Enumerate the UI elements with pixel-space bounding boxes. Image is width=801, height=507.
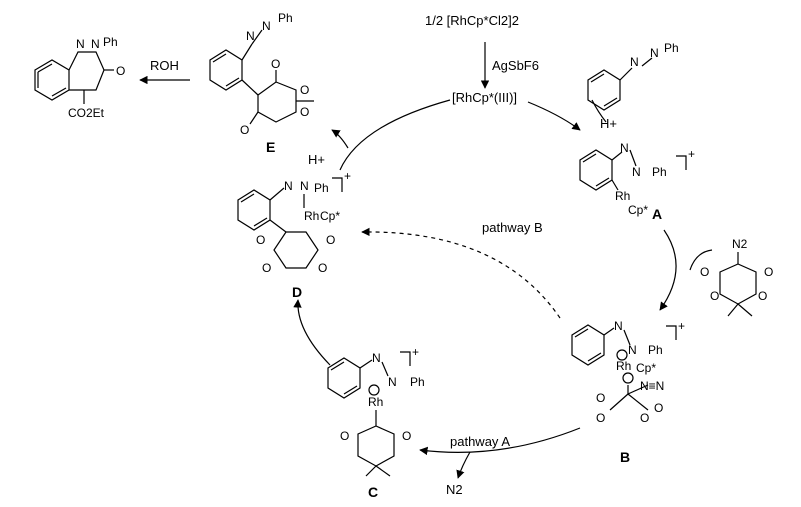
svg-text:N: N: [262, 19, 271, 33]
svg-text:N: N: [76, 37, 85, 51]
diazo-reagent: N2 O O O O: [700, 237, 773, 317]
svg-text:O: O: [340, 429, 349, 443]
label-e: E: [266, 139, 275, 155]
svg-text:Cp*: Cp*: [628, 203, 648, 217]
intermediate-a-structure: N N Ph Rh Cp* +: [579, 141, 695, 217]
azobenzene-reagent: N N Ph: [587, 41, 679, 111]
arrow-n2-release: [456, 451, 471, 479]
svg-text:O: O: [402, 429, 411, 443]
svg-text:Ph: Ph: [652, 165, 667, 179]
arrow-d-to-catalyst: [339, 99, 451, 171]
catalyst-precursor-label: 1/2 [RhCp*Cl2]2: [425, 13, 519, 28]
svg-text:N: N: [284, 179, 293, 193]
svg-text:N: N: [620, 141, 629, 155]
svg-text:+: +: [678, 319, 685, 333]
intermediate-d-structure: N N Ph Rh Cp* O O O O +: [237, 169, 351, 275]
proton-in-label: H+: [308, 152, 325, 167]
pathway-a-label: pathway A: [450, 434, 510, 449]
intermediate-c-structure: N N Ph Rh O O +: [327, 345, 425, 477]
svg-text:Ph: Ph: [410, 375, 425, 389]
svg-text:Rh: Rh: [615, 189, 630, 203]
ester-label: CO2Et: [68, 106, 105, 120]
svg-text:N: N: [632, 165, 641, 179]
svg-text:Cp*: Cp*: [320, 209, 340, 223]
svg-text:N: N: [614, 319, 623, 333]
arrow-proton-release: [591, 99, 607, 123]
svg-text:Rh: Rh: [616, 359, 631, 373]
arrow-d-to-e: [331, 129, 349, 149]
svg-text:Ph: Ph: [664, 41, 679, 55]
svg-text:Ph: Ph: [648, 343, 663, 357]
svg-text:O: O: [116, 64, 125, 78]
product-structure: N N Ph O CO2Et: [34, 35, 125, 120]
svg-text:N: N: [388, 375, 397, 389]
svg-text:N: N: [246, 29, 255, 43]
label-a: A: [652, 206, 662, 222]
svg-text:Ph: Ph: [314, 181, 329, 195]
arrow-a-to-b: [659, 229, 677, 311]
arrow-c-to-d: [293, 299, 331, 366]
svg-text:O: O: [271, 57, 280, 71]
silver-salt-label: AgSbF6: [492, 58, 539, 73]
svg-text:+: +: [344, 169, 351, 183]
svg-text:O: O: [326, 233, 335, 247]
nitrogen-label: N2: [446, 482, 463, 497]
svg-text:Ph: Ph: [278, 11, 293, 25]
svg-text:O: O: [640, 411, 649, 425]
svg-text:O: O: [710, 289, 719, 303]
svg-text:O: O: [300, 83, 309, 97]
svg-text:N: N: [372, 351, 381, 365]
svg-text:N: N: [650, 46, 659, 60]
intermediate-b-structure: N N Ph Rh Cp* N≡N O O O O +: [571, 319, 685, 425]
svg-text:O: O: [700, 265, 709, 279]
alcohol-label: ROH: [150, 58, 179, 73]
svg-text:O: O: [318, 261, 327, 275]
arrow-b-to-c: [419, 427, 581, 456]
svg-text:N: N: [630, 55, 639, 69]
svg-text:O: O: [654, 401, 663, 415]
arrow-catalyst-to-a: [527, 101, 581, 131]
svg-text:Rh: Rh: [368, 395, 383, 409]
label-b: B: [620, 449, 630, 465]
pathway-b-label: pathway B: [482, 220, 543, 235]
svg-text:O: O: [596, 411, 605, 425]
svg-text:O: O: [262, 261, 271, 275]
svg-text:Ph: Ph: [103, 35, 118, 49]
label-d: D: [292, 284, 302, 300]
svg-text:+: +: [412, 345, 419, 359]
arrow-b-to-d-dashed: [361, 227, 561, 319]
svg-text:Rh: Rh: [304, 209, 319, 223]
svg-text:O: O: [300, 105, 309, 119]
intermediate-e-structure: N N Ph O O O O: [209, 11, 314, 137]
svg-text:O: O: [758, 289, 767, 303]
arrow-diazo-in: [689, 249, 713, 271]
active-catalyst-label: [RhCp*(III)]: [452, 90, 517, 105]
svg-text:O: O: [256, 233, 265, 247]
svg-text:O: O: [596, 391, 605, 405]
svg-text:Cp*: Cp*: [636, 361, 656, 375]
label-c: C: [368, 484, 378, 500]
svg-text:N: N: [628, 343, 637, 357]
svg-text:N: N: [300, 179, 309, 193]
svg-text:N≡N: N≡N: [640, 379, 664, 393]
svg-text:O: O: [764, 265, 773, 279]
svg-text:N: N: [91, 37, 100, 51]
svg-text:N2: N2: [732, 237, 748, 251]
svg-text:+: +: [688, 147, 695, 161]
svg-text:O: O: [240, 123, 249, 137]
